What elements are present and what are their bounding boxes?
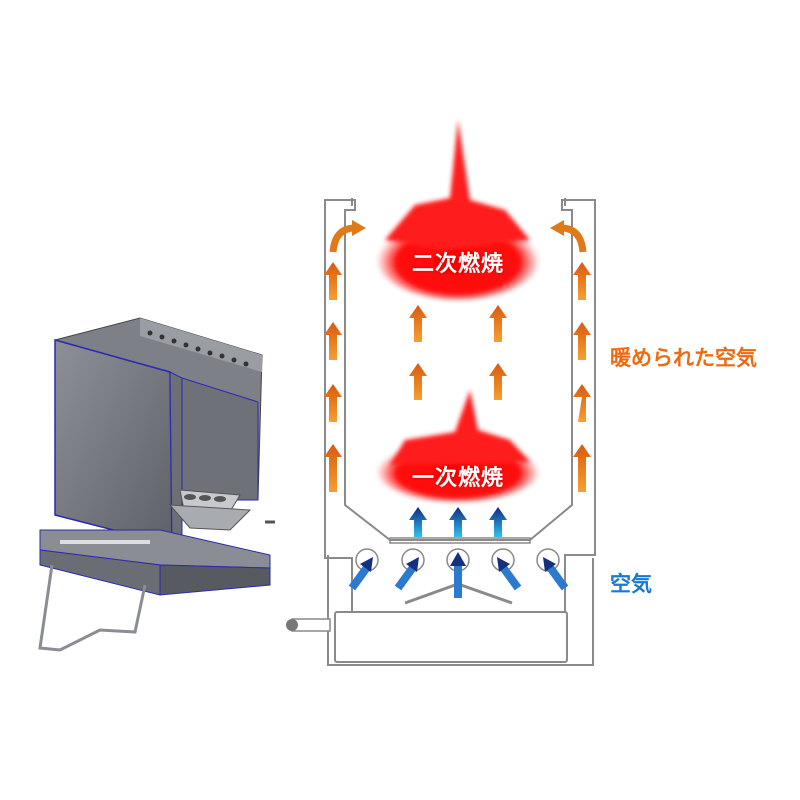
primary-combustion-label: 一次燃焼 [411,466,505,491]
secondary-flame [376,120,540,300]
side-pipe [286,618,331,632]
air-label: 空気 [610,572,652,596]
warm-arrow-left-column [324,262,342,492]
warm-arrow-right-column [573,262,591,492]
stove-3d-render [38,317,275,652]
warmed-air-label: 暖められた空気 [610,346,757,370]
air-arrows [348,507,569,598]
warm-arrow-curve-left [329,224,356,253]
primary-flame [376,390,540,502]
secondary-combustion-label: 二次燃焼 [411,252,505,277]
warm-arrow-center [409,305,507,400]
warm-air-arrows [324,220,591,492]
warm-arrow-curve-right [560,224,587,253]
